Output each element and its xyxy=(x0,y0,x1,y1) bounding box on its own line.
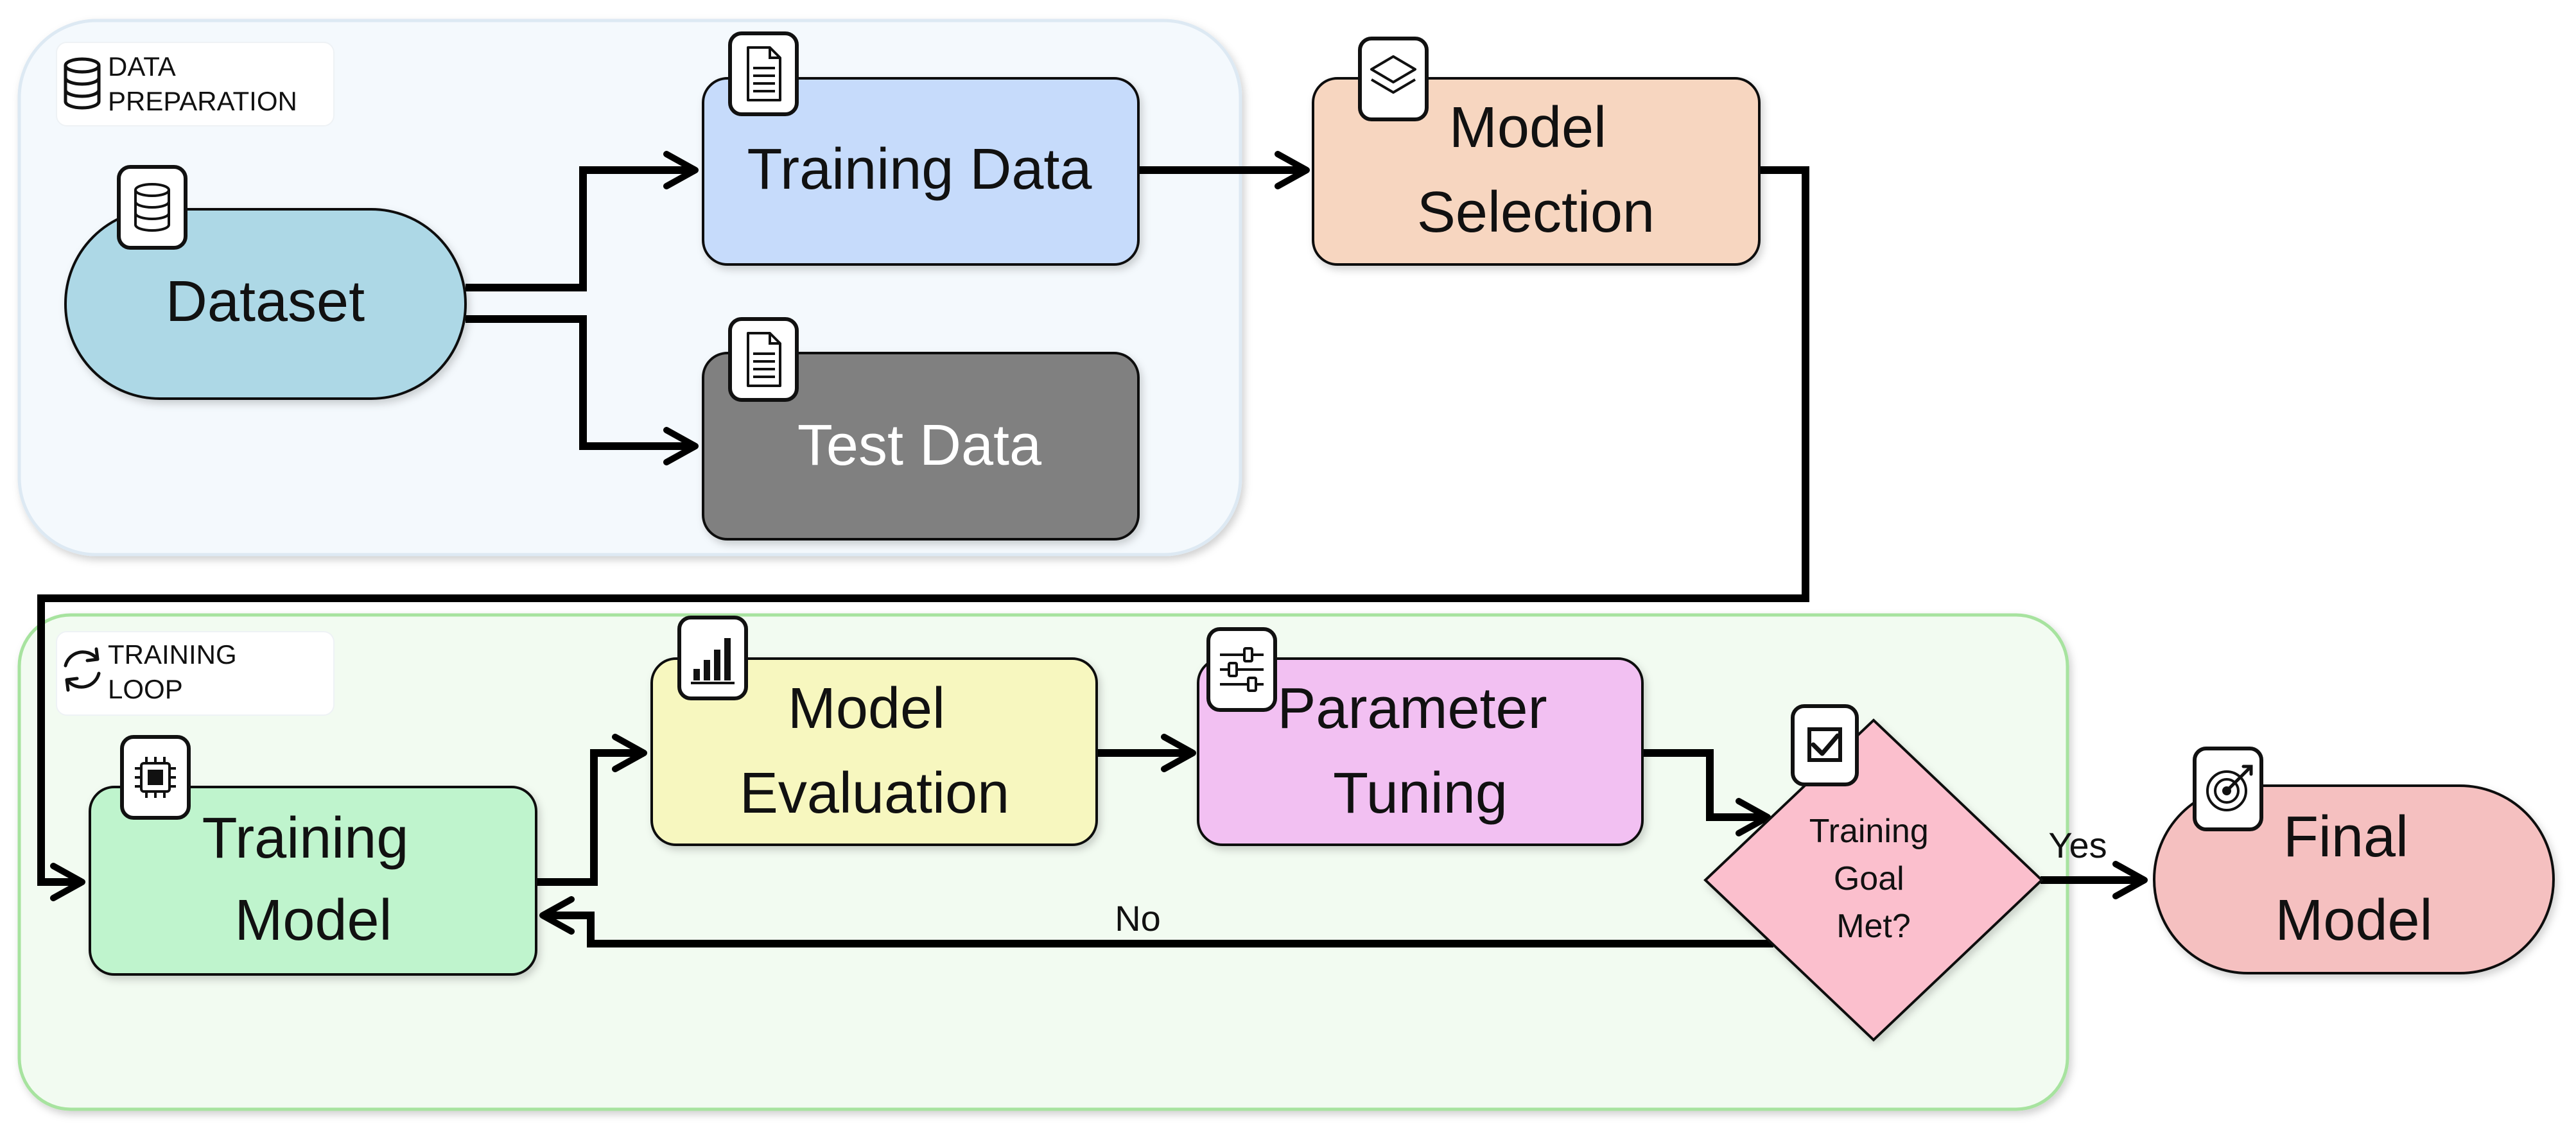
final-model-label-line-2: Model xyxy=(2275,888,2432,953)
test-data-label-line-1: Test Data xyxy=(797,413,1042,478)
node-dataset[interactable]: Dataset xyxy=(64,208,467,400)
node-training-data[interactable]: Training Data xyxy=(702,77,1140,266)
database-icon xyxy=(117,165,187,250)
edge-decision-no-to-training-model xyxy=(539,896,1773,947)
node-test-data[interactable]: Test Data xyxy=(702,352,1140,541)
model-evaluation-label-line-2: Evaluation xyxy=(740,761,1009,826)
decision-label-line-2: Goal xyxy=(1834,860,1904,897)
training-data-shape xyxy=(702,77,1140,266)
dataset-shape xyxy=(64,208,467,400)
training-model-label-line-2: Model xyxy=(234,888,392,953)
training-model-shape xyxy=(89,786,537,976)
data-preparation-label-box xyxy=(56,42,335,126)
node-training-model[interactable]: Training Model xyxy=(89,786,537,976)
node-training-goal-decision[interactable]: Training Goal Met? xyxy=(1703,718,2044,1042)
node-parameter-tuning[interactable]: Parameter Tuning xyxy=(1197,657,1644,846)
checkbox-icon xyxy=(1791,704,1859,786)
model-evaluation-label-line-1: Model xyxy=(788,677,945,741)
training-loop-title-line-2: LOOP xyxy=(108,674,183,704)
refresh-cycle-icon xyxy=(64,647,101,692)
edge-training-model-to-model-evaluation xyxy=(536,734,647,886)
cpu-chip-icon xyxy=(120,735,191,820)
decision-label-line-1: Training xyxy=(1809,813,1929,850)
final-model-shape xyxy=(2153,784,2555,974)
data-preparation-title-line-1: DATA xyxy=(108,51,176,82)
parameter-tuning-shape xyxy=(1197,657,1644,846)
edge-dataset-to-training-data xyxy=(466,151,699,291)
training-loop-label-box xyxy=(56,631,335,716)
model-evaluation-shape xyxy=(650,657,1098,846)
parameter-tuning-label-line-2: Tuning xyxy=(1333,761,1508,826)
target-icon xyxy=(2193,747,2263,831)
decision-label-line-3: Met? xyxy=(1836,908,1911,945)
test-data-shape xyxy=(702,352,1140,541)
dataset-label-line-1: Dataset xyxy=(166,270,365,334)
node-final-model[interactable]: Final Model xyxy=(2153,784,2555,974)
final-model-label: Final Model xyxy=(2275,805,2432,953)
training-model-label: Training Model xyxy=(202,806,425,953)
edge-label-yes: Yes xyxy=(2048,825,2107,865)
training-loop-title: TRAINING LOOP xyxy=(108,639,244,704)
decision-diamond-shape xyxy=(1703,718,2044,1042)
model-selection-shape xyxy=(1312,77,1761,266)
edge-dataset-to-test-data xyxy=(466,315,699,465)
data-preparation-title-line-2: PREPARATION xyxy=(108,86,297,116)
test-data-label: Test Data xyxy=(797,413,1042,478)
dataset-label: Dataset xyxy=(166,270,365,334)
database-icon xyxy=(64,57,101,110)
edge-model-selection-to-training-model xyxy=(37,166,1809,901)
bar-chart-icon xyxy=(677,616,748,700)
final-model-label-line-1: Final xyxy=(2283,805,2408,869)
edge-parameter-tuning-to-decision xyxy=(1642,749,1771,836)
sliders-icon xyxy=(1206,627,1277,712)
parameter-tuning-label-line-1: Parameter xyxy=(1277,677,1547,741)
training-loop-title-line-1: TRAINING xyxy=(108,639,237,670)
data-preparation-title: DATA PREPARATION xyxy=(108,51,297,116)
model-selection-label-line-1: Model xyxy=(1449,96,1606,160)
parameter-tuning-label: Parameter Tuning xyxy=(1277,677,1563,826)
layers-icon xyxy=(1358,37,1429,121)
training-data-label-line-1: Training Data xyxy=(747,137,1093,202)
node-model-evaluation[interactable]: Model Evaluation xyxy=(650,657,1098,846)
node-model-selection[interactable]: Model Selection xyxy=(1312,77,1761,266)
training-model-label-line-1: Training xyxy=(202,806,409,870)
model-evaluation-label: Model Evaluation xyxy=(740,677,1009,826)
model-selection-label: Model Selection xyxy=(1417,96,1655,245)
decision-label: Training Goal Met? xyxy=(1809,813,1938,945)
document-icon xyxy=(728,317,799,402)
model-selection-label-line-2: Selection xyxy=(1417,180,1655,245)
edge-label-no: No xyxy=(1115,898,1161,938)
training-data-label: Training Data xyxy=(747,137,1093,202)
document-icon xyxy=(728,31,799,116)
connectors xyxy=(37,151,2148,947)
